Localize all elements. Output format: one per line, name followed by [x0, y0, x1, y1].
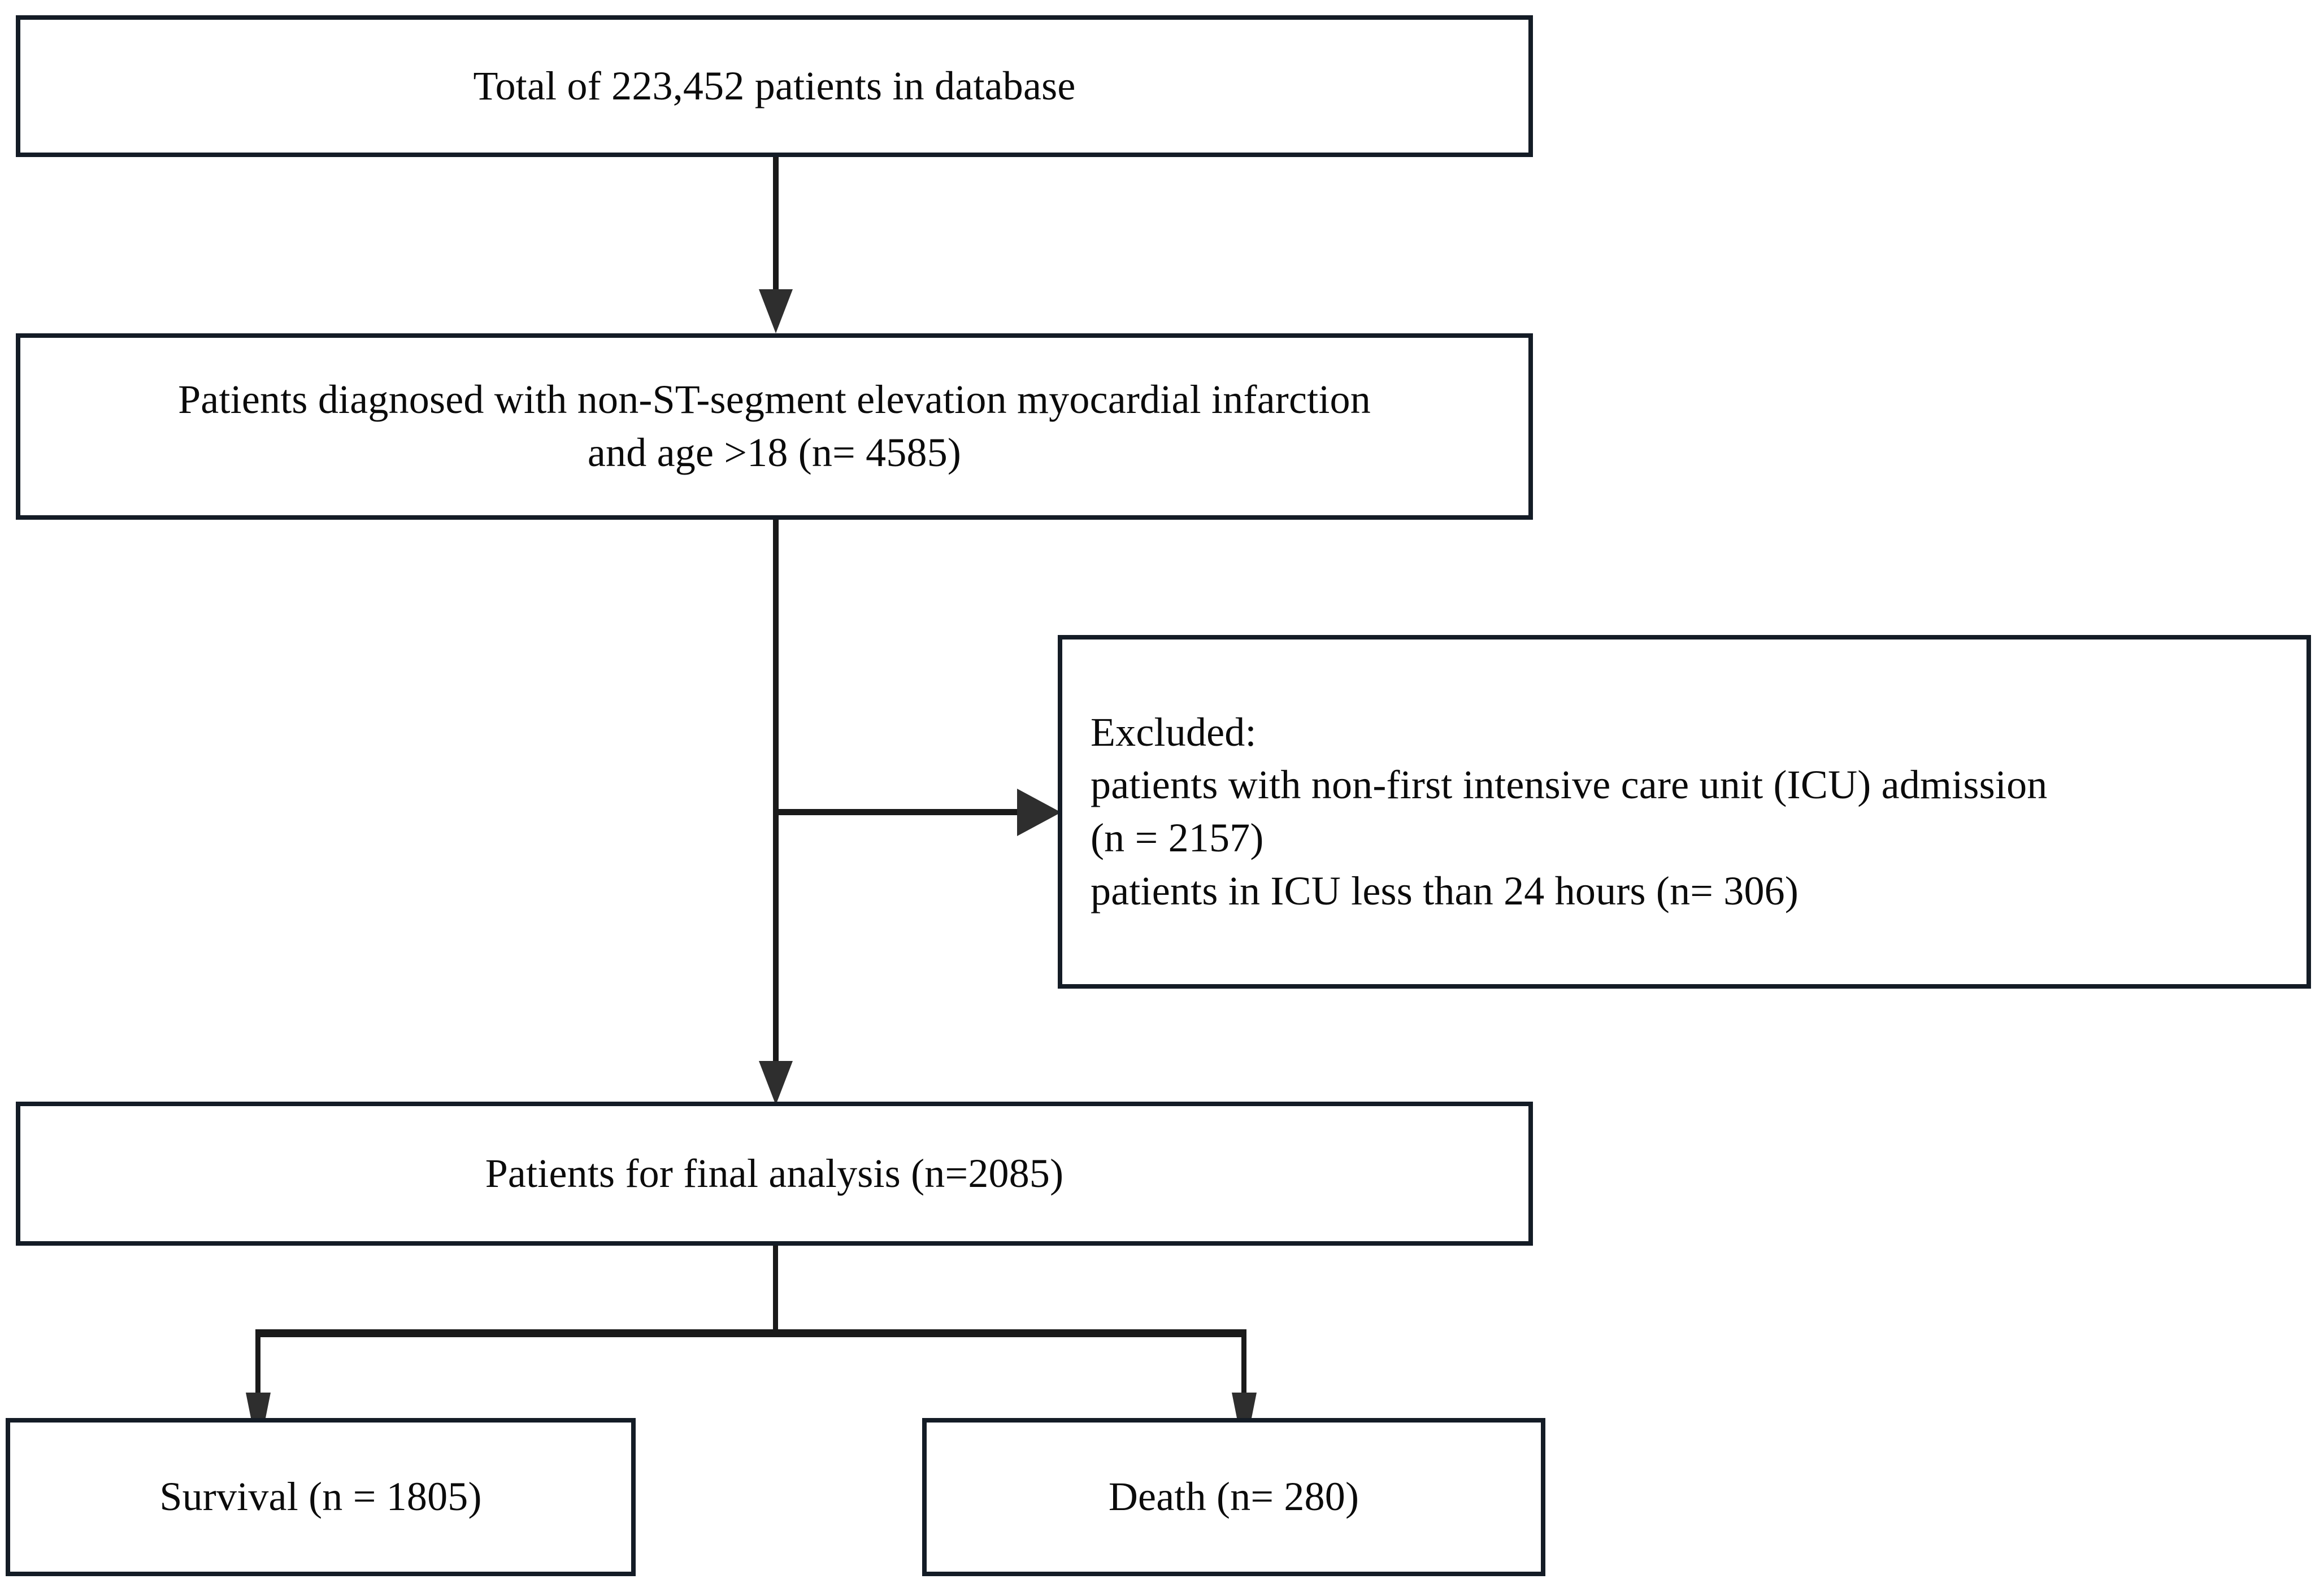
- node-survival-group-label: Survival (n = 1805): [159, 1474, 482, 1520]
- connector-final-split-bar: [255, 1329, 1246, 1337]
- node-diagnosed-patients: Patients diagnosed with non-ST-segment e…: [16, 333, 1533, 520]
- connector-to-survival-line: [255, 1333, 260, 1395]
- node-total-patients-label: Total of 223,452 patients in database: [473, 63, 1076, 108]
- arrow-right-icon-to-excluded: [1017, 789, 1061, 836]
- node-death-group: Death (n= 280): [922, 1418, 1545, 1576]
- node-final-analysis-label: Patients for final analysis (n=2085): [485, 1150, 1064, 1196]
- connector-to-excluded-line: [773, 809, 1022, 815]
- connector-diagnosed-to-final-line: [773, 520, 779, 1062]
- connector-to-death-line: [1241, 1333, 1246, 1395]
- arrow-down-icon-to-final: [759, 1061, 793, 1105]
- node-excluded-patients: Excluded: patients with non-first intens…: [1058, 635, 2311, 989]
- node-total-patients: Total of 223,452 patients in database: [16, 15, 1533, 157]
- node-final-analysis: Patients for final analysis (n=2085): [16, 1102, 1533, 1246]
- connector-total-to-diagnosed-line: [773, 157, 779, 290]
- node-survival-group: Survival (n = 1805): [6, 1418, 636, 1576]
- node-death-group-label: Death (n= 280): [1108, 1474, 1359, 1520]
- node-excluded-patients-label: Excluded: patients with non-first intens…: [1091, 709, 2048, 914]
- arrow-down-icon-to-diagnosed: [759, 289, 793, 333]
- connector-final-split-stem: [773, 1246, 778, 1333]
- node-diagnosed-patients-label: Patients diagnosed with non-ST-segment e…: [178, 377, 1371, 475]
